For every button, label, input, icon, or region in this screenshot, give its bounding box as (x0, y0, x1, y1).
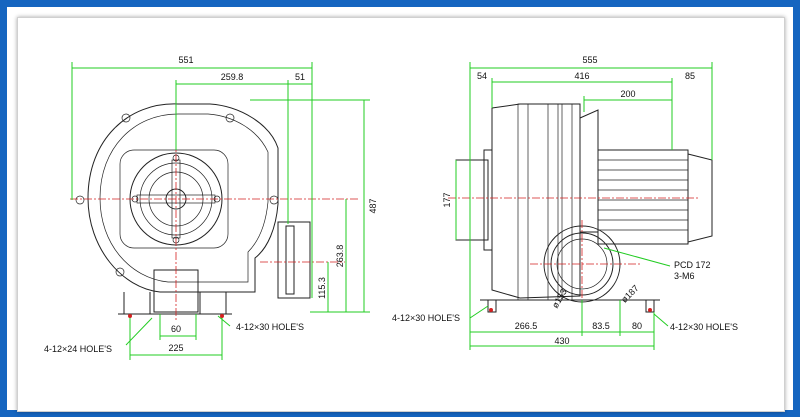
outlet-duct (277, 221, 311, 299)
dim-center-height: 263.8 (335, 245, 345, 268)
note-holes-left: 4-12×30 HOLE'S (392, 313, 460, 323)
hole-mark (489, 308, 493, 312)
dim-foot-hole-spacing: 60 (171, 324, 181, 334)
leader-holes-right (217, 315, 231, 327)
note-holes-right: 4-12×30 HOLE'S (236, 322, 304, 332)
volute-inner (99, 113, 269, 283)
leader-holes-left (469, 305, 489, 319)
dim-offset-center: 259.8 (221, 72, 244, 82)
hole-mark (220, 314, 224, 318)
leader-pcd (603, 247, 671, 267)
dim-inlet-height: 177 (442, 192, 452, 207)
hole-mark (648, 308, 652, 312)
side-housing (491, 103, 581, 299)
housing-bolt (115, 267, 125, 277)
dim-motor-end: 85 (685, 71, 695, 81)
motor-adapter (579, 109, 599, 233)
note-screws: 3-M6 (674, 271, 695, 281)
housing-bolt (121, 113, 131, 123)
dim-base-b: 83.5 (592, 321, 610, 331)
note-holes-right: 4-12×30 HOLE'S (670, 322, 738, 332)
dim-base-total: 430 (554, 336, 569, 346)
side-view: 555 54 416 85 200 177 266.5 83.5 80 430 … (392, 55, 738, 350)
housing-rib (517, 103, 529, 301)
dim-base-a: 266.5 (515, 321, 538, 331)
front-view: 551 259.8 51 487 263.8 115.3 60 225 4-12… (44, 55, 378, 360)
dim-outlet-height: 115.3 (317, 277, 327, 299)
housing-bolt (269, 195, 279, 205)
housing-rib (561, 103, 573, 301)
motor-end-cap (687, 153, 713, 243)
foot-right (199, 292, 227, 315)
outlet-flange (285, 225, 295, 295)
volute-housing (87, 103, 279, 293)
housing-rib (547, 103, 559, 301)
leader-holes-left (125, 317, 153, 346)
dim-flange-outer: ø187 (619, 283, 641, 305)
housing-bolt (75, 195, 85, 205)
note-pcd: PCD 172 (674, 260, 711, 270)
foot-left (123, 292, 151, 315)
front-dimensions (71, 62, 370, 360)
inlet-box (455, 159, 489, 241)
dim-width-total: 551 (178, 55, 193, 65)
dim-outlet-width: 51 (295, 72, 305, 82)
housing-bolt (225, 113, 235, 123)
dim-body-length: 416 (574, 71, 589, 81)
note-holes-left: 4-12×24 HOLE'S (44, 344, 112, 354)
dim-motor-length: 200 (620, 89, 635, 99)
leader-holes-right (653, 313, 669, 327)
hole-mark (128, 314, 132, 318)
dim-length-total: 555 (582, 55, 597, 65)
dim-foot-span: 225 (168, 343, 183, 353)
motor-fins (598, 159, 688, 231)
drawing-sheet (17, 17, 785, 412)
side-dimensions (455, 62, 713, 350)
dim-base-c: 80 (632, 321, 642, 331)
dim-inlet-depth: 54 (477, 71, 487, 81)
dim-height-total: 487 (368, 198, 378, 213)
